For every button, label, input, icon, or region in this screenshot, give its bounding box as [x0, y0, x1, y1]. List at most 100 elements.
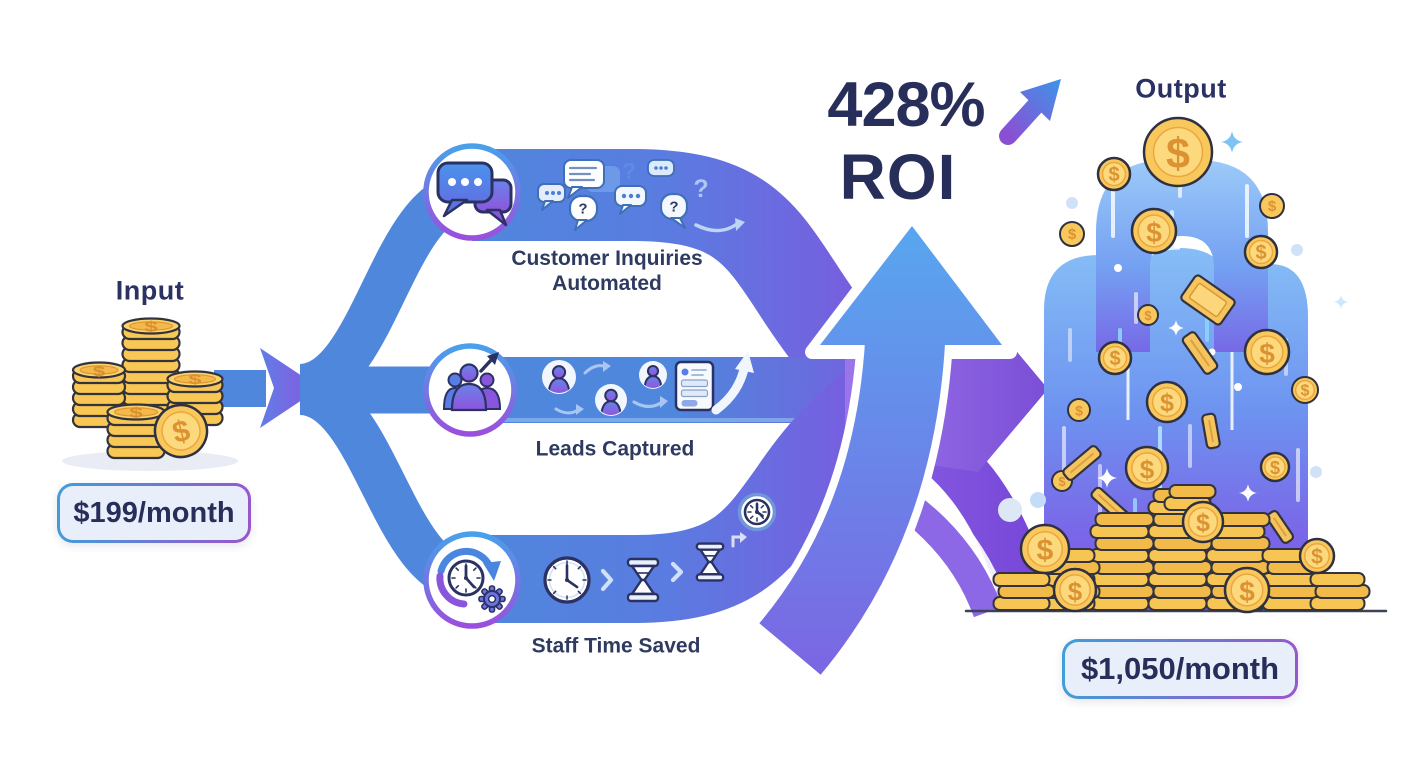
glow-dot: [998, 498, 1022, 522]
coin-icon: $: [1124, 445, 1170, 491]
gold-bar-icon: [1181, 331, 1219, 375]
coin-icon: $: [1243, 328, 1291, 376]
svg-text:$: $: [1146, 217, 1162, 248]
coin-icon: $: [1059, 221, 1085, 247]
chevron-icon: [670, 561, 684, 583]
glow-dot: [1310, 466, 1322, 478]
corner-arrow-icon: [731, 532, 747, 548]
glow-dot: [1114, 264, 1122, 272]
coin-icon: $: [1097, 340, 1133, 376]
input-amount: $199/month: [73, 496, 235, 529]
branch-label-leads-captured: Leads Captured: [535, 437, 695, 461]
avatar-icon: [595, 384, 627, 416]
branch-node-customer-inquiries: [423, 143, 521, 241]
chat-bubble-question-icon: [659, 192, 689, 229]
branch-node-leads-captured: [423, 343, 517, 437]
roi-trend-arrow: [999, 79, 1061, 145]
output-amount-pill: $1,050/month: [1062, 639, 1298, 699]
avatar-icon: [542, 360, 576, 394]
money-fountain-illustration: $$$$$$$$$$$$$$ $$$$$$: [964, 116, 1388, 614]
output-amount: $1,050/month: [1080, 651, 1280, 686]
svg-text:$: $: [1068, 226, 1077, 243]
question-mark: ?: [693, 175, 708, 203]
svg-text:$: $: [1058, 474, 1066, 489]
svg-text:?: ?: [622, 159, 635, 184]
gold-bar-icon: [1180, 274, 1236, 326]
coin-icon: $: [1130, 207, 1178, 255]
lead-form-icon: [674, 360, 715, 412]
branch-node-staff-time: [423, 531, 521, 629]
chevron-icon: [600, 568, 614, 592]
sparkle-icon: [1334, 295, 1348, 309]
input-coins-illustration: $ $ $ $ $: [62, 317, 238, 471]
coin-stack: [1089, 512, 1155, 611]
avatar-icon: [639, 361, 667, 389]
svg-text:$: $: [1140, 454, 1155, 484]
svg-text:$: $: [93, 363, 105, 379]
glow-dot: [1291, 244, 1303, 256]
svg-text:$: $: [129, 405, 142, 421]
chat-bubble-dots-icon: [537, 183, 566, 211]
input-title: Input: [115, 275, 185, 306]
branch-label-staff-time-saved: Staff Time Saved: [531, 634, 701, 658]
sparkle-icon: [1168, 320, 1184, 336]
sparkle-icon: [1239, 484, 1257, 502]
svg-text:?: ?: [578, 201, 587, 218]
growth-up-arrow: [750, 213, 1017, 684]
coin-icon: $: [1298, 537, 1336, 575]
curved-arrow-icon: [694, 218, 745, 233]
svg-text:?: ?: [669, 199, 678, 216]
svg-text:$: $: [1108, 164, 1119, 186]
coin-icon: $: [1052, 567, 1098, 613]
coin-icon: $: [1145, 380, 1189, 424]
chat-bubbles-icon: [436, 161, 513, 227]
coin-icon: $: [1291, 376, 1319, 404]
chat-bubble-dots-icon: [614, 185, 647, 215]
svg-text:$: $: [1144, 308, 1152, 323]
question-mark: ?: [622, 159, 635, 184]
time-gear-icon: [436, 548, 506, 613]
coin-icon: $: [1243, 234, 1279, 270]
svg-text:$: $: [189, 372, 202, 388]
coin-icon: $: [1259, 451, 1291, 483]
svg-text:$: $: [1075, 403, 1083, 419]
coin-icon: $: [1096, 156, 1132, 192]
svg-text:$: $: [1239, 576, 1255, 607]
coin-stack: [992, 572, 1056, 611]
coin-icon: $: [1019, 523, 1071, 575]
curved-arrow-icon: [632, 396, 668, 409]
svg-text:$: $: [1301, 382, 1310, 399]
svg-text:$: $: [1109, 348, 1120, 370]
gold-bar-icon: [1062, 445, 1102, 481]
question-mark: ?: [669, 199, 678, 216]
svg-text:$: $: [1160, 389, 1174, 417]
coin-icon: $: [153, 403, 209, 459]
coin-icon: $: [1142, 116, 1214, 188]
glow-dot: [1030, 492, 1046, 508]
clock-icon: [737, 492, 777, 532]
chat-bubble-question-icon: [568, 194, 599, 231]
gold-bar-icon: [1201, 412, 1221, 450]
sparkle-icon: [1097, 468, 1117, 488]
svg-text:$: $: [1196, 509, 1210, 537]
roi-percentage: 428%: [827, 70, 985, 140]
svg-text:$: $: [1166, 130, 1190, 178]
swoosh-arrow-icon: [711, 351, 754, 415]
input-amount-pill: $199/month: [57, 483, 251, 543]
coin-icon: $: [1259, 193, 1285, 219]
branch-label-customer-inquiries: Customer Inquiries Automated: [511, 247, 703, 295]
chat-bubble-lines-icon: [563, 159, 620, 199]
output-title: Output: [1135, 73, 1227, 104]
svg-text:$: $: [1270, 458, 1280, 478]
people-growth-icon: [442, 352, 502, 412]
svg-text:$: $: [144, 319, 157, 335]
hourglass-icon: [695, 542, 725, 582]
curved-arrow-icon: [583, 361, 611, 375]
gold-bar-icon: [1265, 510, 1295, 544]
gear-icon: [478, 585, 506, 613]
band-icons: ????: [537, 159, 777, 604]
svg-text:$: $: [1037, 534, 1054, 567]
roi-label: ROI: [839, 141, 957, 213]
